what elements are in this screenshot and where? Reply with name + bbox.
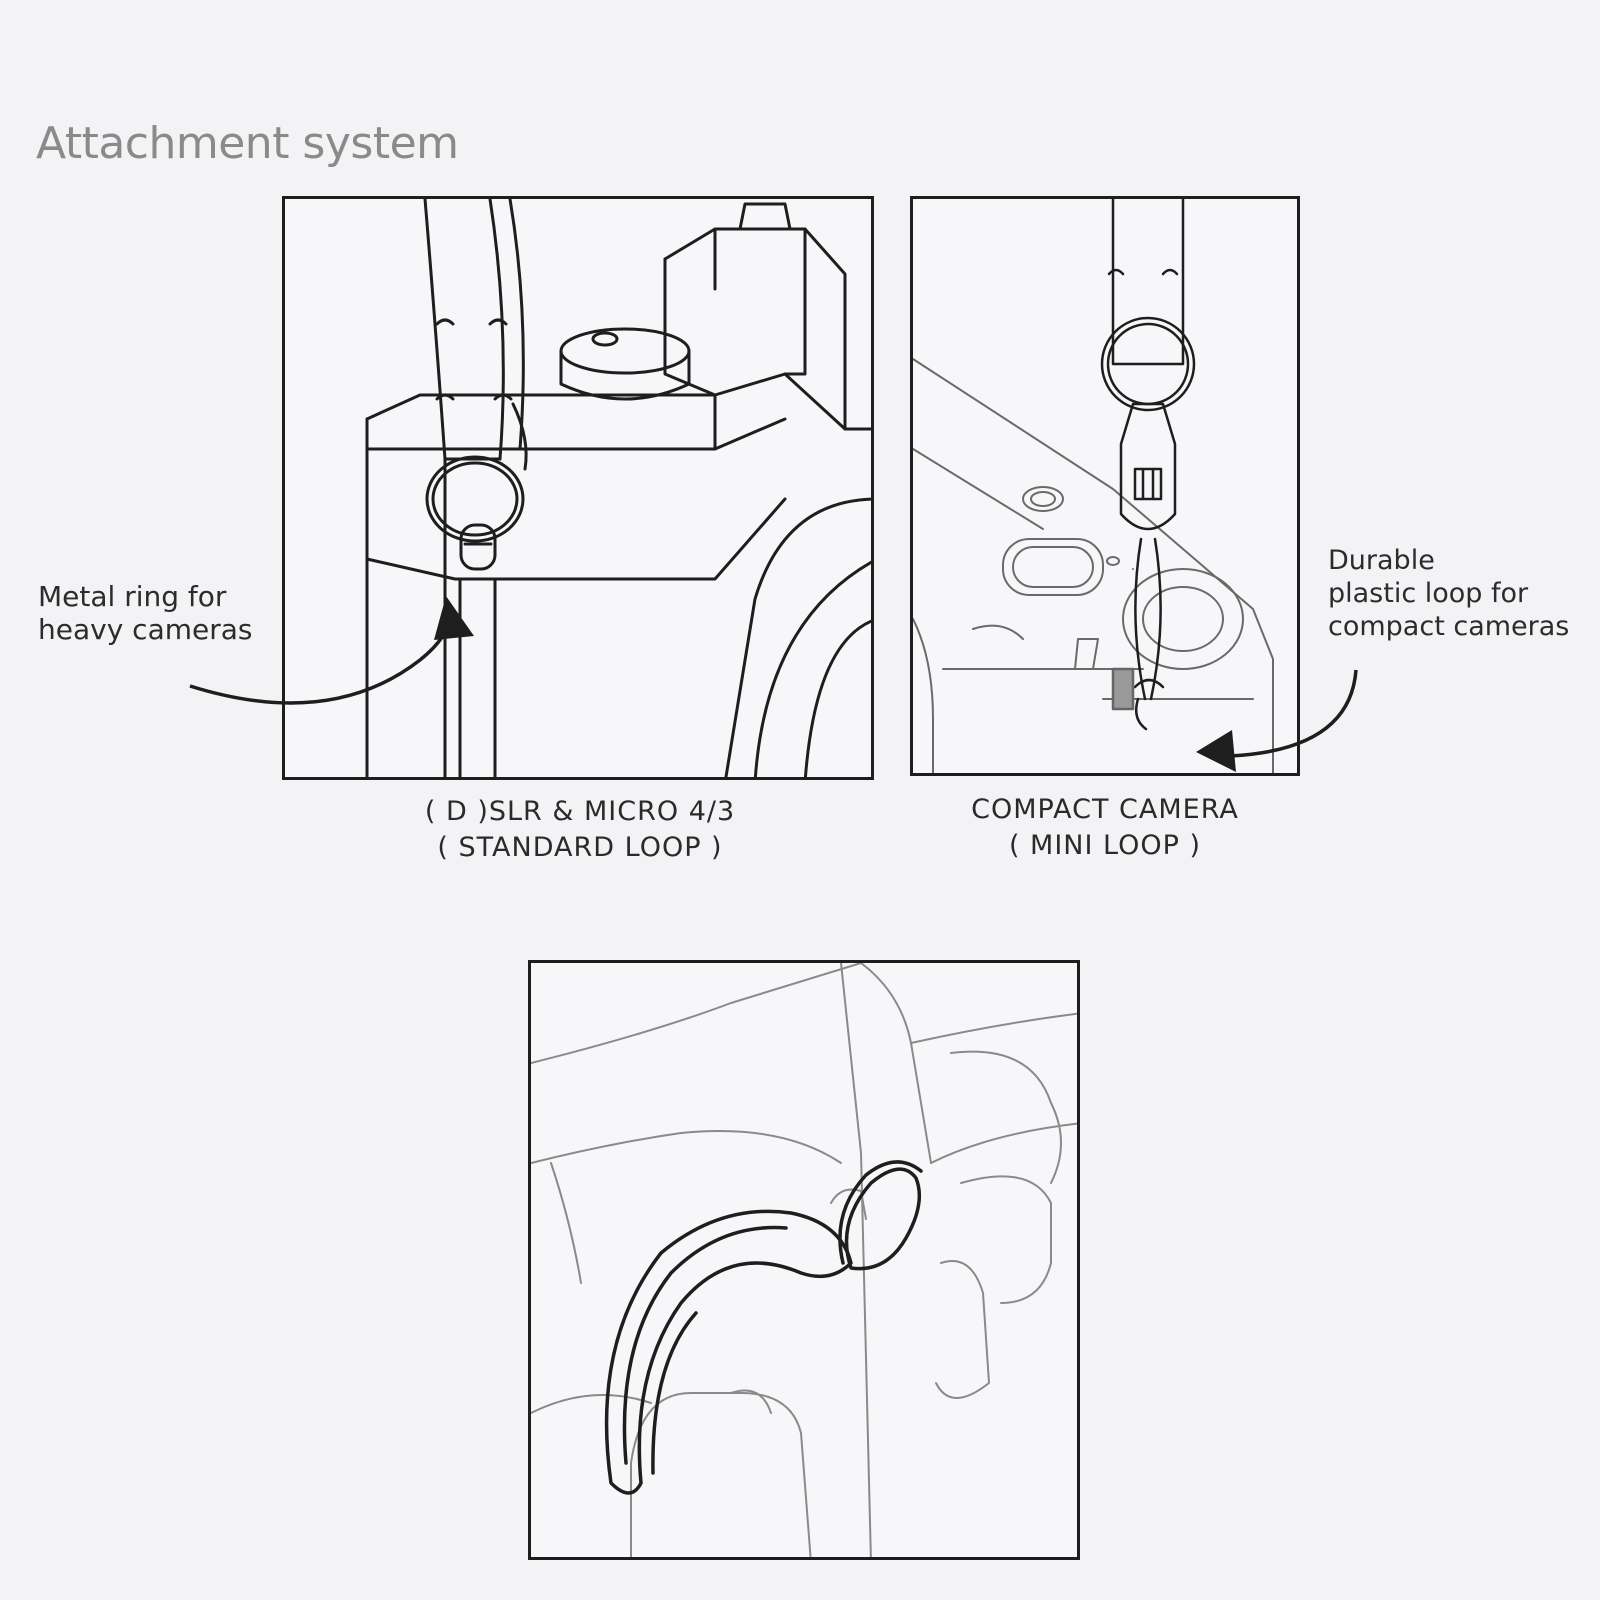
dslr-caption: ( D )SLR & MICRO 4/3 ( STANDARD LOOP ): [400, 794, 760, 866]
plastic-loop-callout: Durable plastic loop for compact cameras: [1328, 544, 1569, 643]
compact-illustration-panel: [910, 196, 1300, 776]
hand-attaching-loop-drawing: [531, 963, 1077, 1557]
callout-line: heavy cameras: [38, 613, 253, 646]
callout-line: Metal ring for: [38, 580, 227, 613]
dslr-camera-drawing: [365, 199, 871, 777]
compact-camera-drawing: [913, 199, 1274, 773]
callout-line: plastic loop for: [1328, 578, 1529, 609]
compact-caption: COMPACT CAMERA ( MINI LOOP ): [940, 792, 1270, 864]
metal-ring-callout: Metal ring for heavy cameras: [38, 580, 252, 646]
page-title: Attachment system: [36, 118, 459, 169]
dslr-illustration-panel: [282, 196, 874, 780]
caption-line: ( STANDARD LOOP ): [437, 832, 723, 863]
caption-line: COMPACT CAMERA: [971, 794, 1239, 825]
caption-line: ( D )SLR & MICRO 4/3: [424, 796, 736, 827]
callout-line: compact cameras: [1328, 611, 1570, 642]
callout-line: Durable: [1328, 545, 1435, 576]
attach-step-illustration-panel: [528, 960, 1080, 1560]
caption-line: ( MINI LOOP ): [1008, 830, 1202, 861]
